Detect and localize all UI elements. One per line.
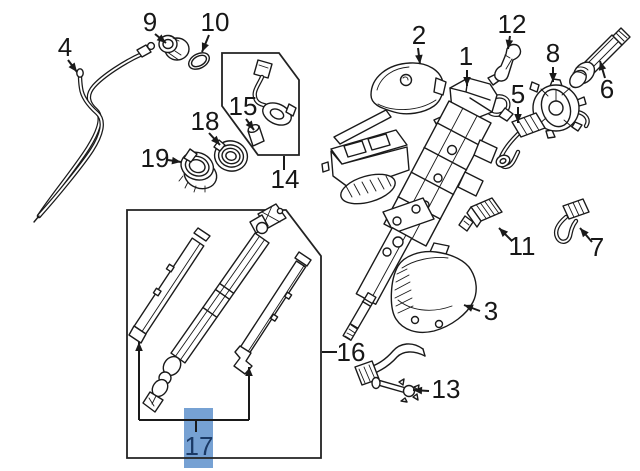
- group-box-16: [126, 209, 322, 459]
- part-1-lower-shaft: [342, 292, 377, 341]
- callout-17-selected[interactable]: 17: [185, 431, 214, 461]
- arrowhead: [245, 120, 254, 130]
- callout-6[interactable]: 6: [600, 74, 614, 104]
- part-6-stalk-switch: [569, 27, 631, 89]
- arrowhead: [598, 61, 607, 71]
- part-11-module: [458, 197, 503, 232]
- callout-15[interactable]: 15: [229, 91, 258, 121]
- part-1-column-assembly: [321, 73, 514, 305]
- arrowhead: [68, 62, 77, 72]
- arrowhead: [135, 342, 143, 351]
- callout-13[interactable]: 13: [432, 374, 461, 404]
- arrowhead: [245, 367, 253, 376]
- arrowhead: [580, 228, 589, 238]
- callout-17-bracket: [135, 342, 253, 432]
- leader-arrows: [67, 33, 607, 395]
- part-4-cable: [33, 41, 156, 223]
- arrowhead: [549, 73, 557, 82]
- callout-5[interactable]: 5: [511, 79, 525, 109]
- arrowhead: [463, 77, 471, 86]
- callout-labels: 1 2 3 4 5 6 7 8 9 10 11 12 13 14 15 16 1…: [58, 7, 614, 461]
- part-13-linkage: [354, 343, 426, 403]
- part-12-lever: [494, 43, 522, 82]
- arrowhead: [505, 39, 514, 49]
- arrowhead: [201, 42, 209, 52]
- arrowhead: [464, 304, 474, 312]
- callout-12[interactable]: 12: [498, 9, 527, 39]
- callout-4[interactable]: 4: [58, 32, 72, 62]
- arrowhead: [211, 135, 220, 145]
- callout-14[interactable]: 14: [271, 164, 300, 194]
- part-2-upper-cover: [333, 62, 447, 145]
- part-3-lower-cover: [390, 242, 477, 334]
- part-7-bracket: [553, 198, 590, 244]
- part-18-bearing-ring: [213, 139, 249, 172]
- part-15-ignition-switch: [252, 59, 297, 126]
- callout-9[interactable]: 9: [143, 7, 157, 37]
- part-9-lock-cylinder: [158, 34, 190, 61]
- part-5-switch: [495, 112, 546, 170]
- arrowhead: [156, 34, 166, 43]
- callout-2[interactable]: 2: [412, 20, 426, 50]
- group-box-14: [221, 52, 300, 156]
- arrowhead: [413, 386, 423, 395]
- arrowhead: [514, 114, 522, 123]
- arrowhead: [499, 228, 509, 238]
- callout-11[interactable]: 11: [509, 231, 536, 261]
- arrowhead: [171, 156, 181, 165]
- callout-8[interactable]: 8: [546, 38, 560, 68]
- arrowhead: [415, 54, 423, 64]
- part-19-boot: [178, 148, 218, 193]
- part-10-snap-ring: [188, 52, 210, 70]
- callout-19[interactable]: 19: [141, 143, 170, 173]
- part-8-clockspring: [526, 78, 590, 139]
- callout-1[interactable]: 1: [459, 41, 473, 71]
- callout-7[interactable]: 7: [590, 232, 604, 262]
- callout-18[interactable]: 18: [191, 106, 220, 136]
- part-17-intermediate-shafts: [128, 203, 312, 413]
- callout-3[interactable]: 3: [484, 296, 498, 326]
- callout-10[interactable]: 10: [201, 7, 230, 37]
- callout-16[interactable]: 16: [337, 337, 366, 367]
